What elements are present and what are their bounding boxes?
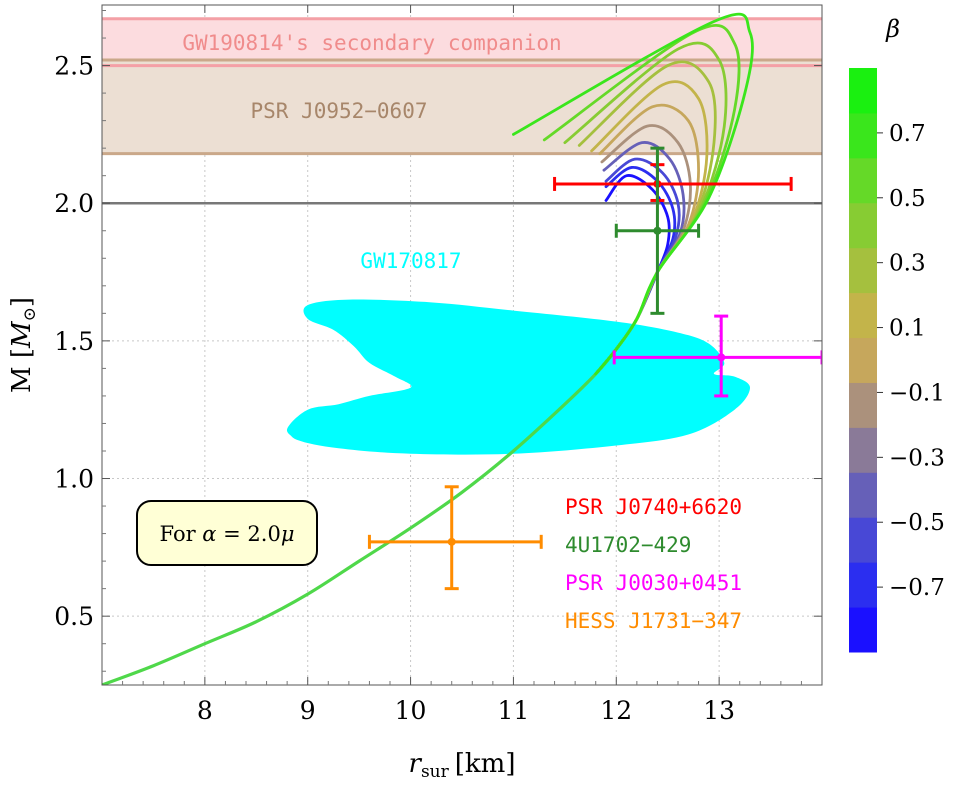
colorbar-segment-9 — [849, 202, 877, 249]
colorbar-tick-label-4: −0.1 — [889, 380, 945, 406]
x-tick-label-5: 13 — [703, 696, 735, 725]
legend-entry-0: PSR J0740+6620 — [565, 495, 742, 519]
colorbar-segment-12 — [849, 68, 877, 114]
psr0952-band-label: PSR J0952−0607 — [250, 99, 427, 123]
error-bar-3 — [367, 485, 543, 591]
legend-entry-1: 4U1702−429 — [565, 533, 691, 557]
colorbar-tick-label-3: 0.1 — [889, 316, 926, 342]
colorbar-segment-3 — [849, 472, 877, 518]
gw170817-region — [286, 299, 750, 455]
colorbar-segment-7 — [849, 292, 877, 339]
x-tick-label-0: 8 — [197, 696, 213, 725]
y-axis-subscript: ⊙ — [20, 307, 40, 321]
x-tick-label-1: 9 — [300, 696, 316, 725]
colorbar-tick-label-6: −0.5 — [889, 510, 945, 536]
y-tick-label-1: 1.0 — [54, 465, 94, 494]
alpha-annotation-box: For α = 2.0μ — [136, 500, 318, 566]
x-tick-label-2: 10 — [395, 696, 427, 725]
y-axis-label: M [M⊙] — [7, 297, 40, 393]
colorbar-segment-2 — [849, 517, 877, 563]
error-bar-3-point — [447, 537, 456, 546]
colorbar-segment-5 — [849, 382, 877, 428]
plot-frame — [101, 4, 823, 686]
y-tick-label-0: 0.5 — [54, 602, 94, 631]
colorbar-segment-10 — [849, 157, 877, 204]
y-tick-label-4: 2.5 — [54, 52, 94, 81]
colorbar-segment-11 — [849, 112, 877, 159]
axis-ticks: 8 9 10 11 12 13 0.5 1.0 1.5 2.0 2.5 — [54, 5, 822, 725]
x-axis-symbol: r — [409, 749, 423, 779]
colorbar-segment-0 — [849, 607, 877, 653]
colorbar: 0.7 0.5 0.3 0.1 −0.1 −0.3 −0.5 −0.7 — [849, 68, 945, 653]
x-axis-subscript: sur — [421, 762, 450, 782]
colorbar-tick-label-7: −0.7 — [889, 575, 945, 601]
error-bar-2-point — [717, 353, 726, 362]
colorbar-label: β — [885, 15, 900, 43]
error-bar-1-point — [653, 226, 662, 235]
y-tick-label-3: 2.0 — [54, 189, 94, 218]
gw170817-label: GW170817 — [360, 249, 461, 273]
colorbar-segment-8 — [849, 247, 877, 294]
svg-text:For α = 2.0μ: For α = 2.0μ — [160, 522, 295, 546]
error-bar-1 — [614, 146, 701, 315]
colorbar-tick-label-1: 0.5 — [889, 186, 926, 212]
box-alpha-symbol: α — [202, 522, 216, 546]
curve-branch-10 — [512, 12, 754, 376]
x-axis-unit: [km] — [455, 749, 516, 779]
colorbar-tick-label-5: −0.3 — [889, 445, 945, 471]
legend-entry-2: PSR J0030+0451 — [565, 571, 742, 595]
error-bars — [367, 146, 822, 591]
colorbar-tick-label-0: 0.7 — [889, 121, 926, 147]
x-tick-label-3: 11 — [498, 696, 530, 725]
y-tick-label-2: 1.5 — [54, 327, 94, 356]
gw190814-band-label: GW190814's secondary companion — [182, 31, 561, 55]
box-mu-symbol: μ — [281, 522, 295, 546]
box-text-prefix: For — [160, 522, 203, 546]
legend-entry-3: HESS J1731−347 — [565, 609, 742, 633]
error-bar-2 — [612, 314, 822, 398]
x-tick-label-4: 12 — [600, 696, 632, 725]
colorbar-tick-label-2: 0.3 — [889, 251, 926, 277]
y-axis-prefix: M [ — [7, 348, 37, 393]
colorbar-segment-4 — [849, 427, 877, 473]
colorbar-segment-6 — [849, 337, 877, 383]
x-axis-label: rsur[km] — [409, 749, 516, 782]
y-axis-symbol: M — [7, 320, 37, 349]
gw170817-region-layer — [286, 299, 750, 455]
colorbar-segment-1 — [849, 562, 877, 608]
box-text-value: = 2.0 — [216, 522, 280, 546]
y-axis-suffix: ] — [7, 297, 37, 307]
